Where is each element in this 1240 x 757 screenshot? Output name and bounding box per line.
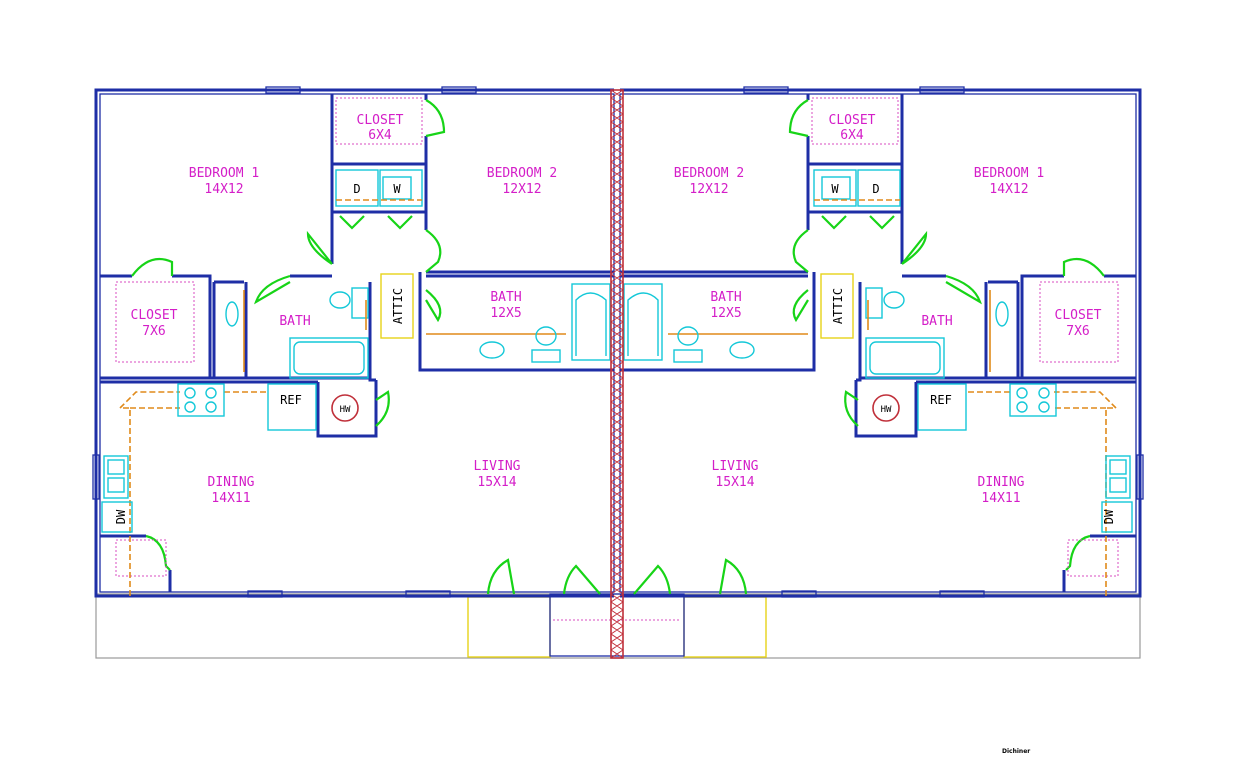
right-hw-label: HW bbox=[881, 405, 892, 415]
right-washer-label: W bbox=[831, 182, 839, 196]
right-bedroom1-name: BEDROOM 1 bbox=[974, 166, 1044, 181]
drafter-signature: Dichiner bbox=[1002, 748, 1031, 755]
right-dryer-label: D bbox=[872, 182, 879, 196]
right-closet-top-size: 6X4 bbox=[840, 128, 864, 143]
right-bath-small-name: BATH bbox=[921, 314, 952, 329]
left-closet-side-size: 7X6 bbox=[142, 324, 165, 339]
left-attic-label: ATTIC bbox=[391, 288, 405, 324]
party-wall bbox=[610, 89, 624, 659]
left-dw-label: DW bbox=[114, 509, 128, 524]
right-dining-name: DINING bbox=[978, 475, 1025, 490]
left-hw-label: HW bbox=[340, 405, 351, 415]
left-bath-main-name: BATH bbox=[490, 290, 521, 305]
right-bedroom1-size: 14X12 bbox=[989, 182, 1028, 197]
left-bath-main-size: 12X5 bbox=[490, 306, 521, 321]
left-bedroom1-name: BEDROOM 1 bbox=[189, 166, 259, 181]
right-dining-size: 14X11 bbox=[981, 491, 1020, 506]
left-bedroom2-name: BEDROOM 2 bbox=[487, 166, 557, 181]
left-closet-top-name: CLOSET bbox=[357, 113, 404, 128]
right-ref-label: REF bbox=[930, 393, 952, 407]
left-bedroom2-size: 12X12 bbox=[502, 182, 541, 197]
left-exterior-wall bbox=[94, 88, 614, 598]
left-living-size: 15X14 bbox=[477, 475, 516, 490]
left-dryer-label: D bbox=[353, 182, 360, 196]
left-dining-name: DINING bbox=[208, 475, 255, 490]
right-living-size: 15X14 bbox=[715, 475, 754, 490]
left-bath-small-name: BATH bbox=[279, 314, 310, 329]
right-bath-main-name: BATH bbox=[710, 290, 741, 305]
right-dw-label: DW bbox=[1102, 509, 1116, 524]
right-living-name: LIVING bbox=[712, 459, 759, 474]
right-bath-main-size: 12X5 bbox=[710, 306, 741, 321]
right-exterior-wall bbox=[620, 88, 1142, 598]
left-bedroom1-size: 14X12 bbox=[204, 182, 243, 197]
right-closet-side-size: 7X6 bbox=[1066, 324, 1089, 339]
left-closet-top-size: 6X4 bbox=[368, 128, 392, 143]
right-bedroom2-size: 12X12 bbox=[689, 182, 728, 197]
left-living-name: LIVING bbox=[474, 459, 521, 474]
right-attic-label: ATTIC bbox=[831, 288, 845, 324]
porch-outline bbox=[95, 593, 1141, 659]
left-dining-size: 14X11 bbox=[211, 491, 250, 506]
left-ref-label: REF bbox=[280, 393, 302, 407]
left-closet-side-name: CLOSET bbox=[131, 308, 178, 323]
right-closet-side-name: CLOSET bbox=[1055, 308, 1102, 323]
right-bedroom2-name: BEDROOM 2 bbox=[674, 166, 744, 181]
right-unit bbox=[619, 86, 1144, 598]
left-unit bbox=[92, 86, 615, 598]
right-closet-top-name: CLOSET bbox=[829, 113, 876, 128]
left-washer-label: W bbox=[393, 182, 401, 196]
